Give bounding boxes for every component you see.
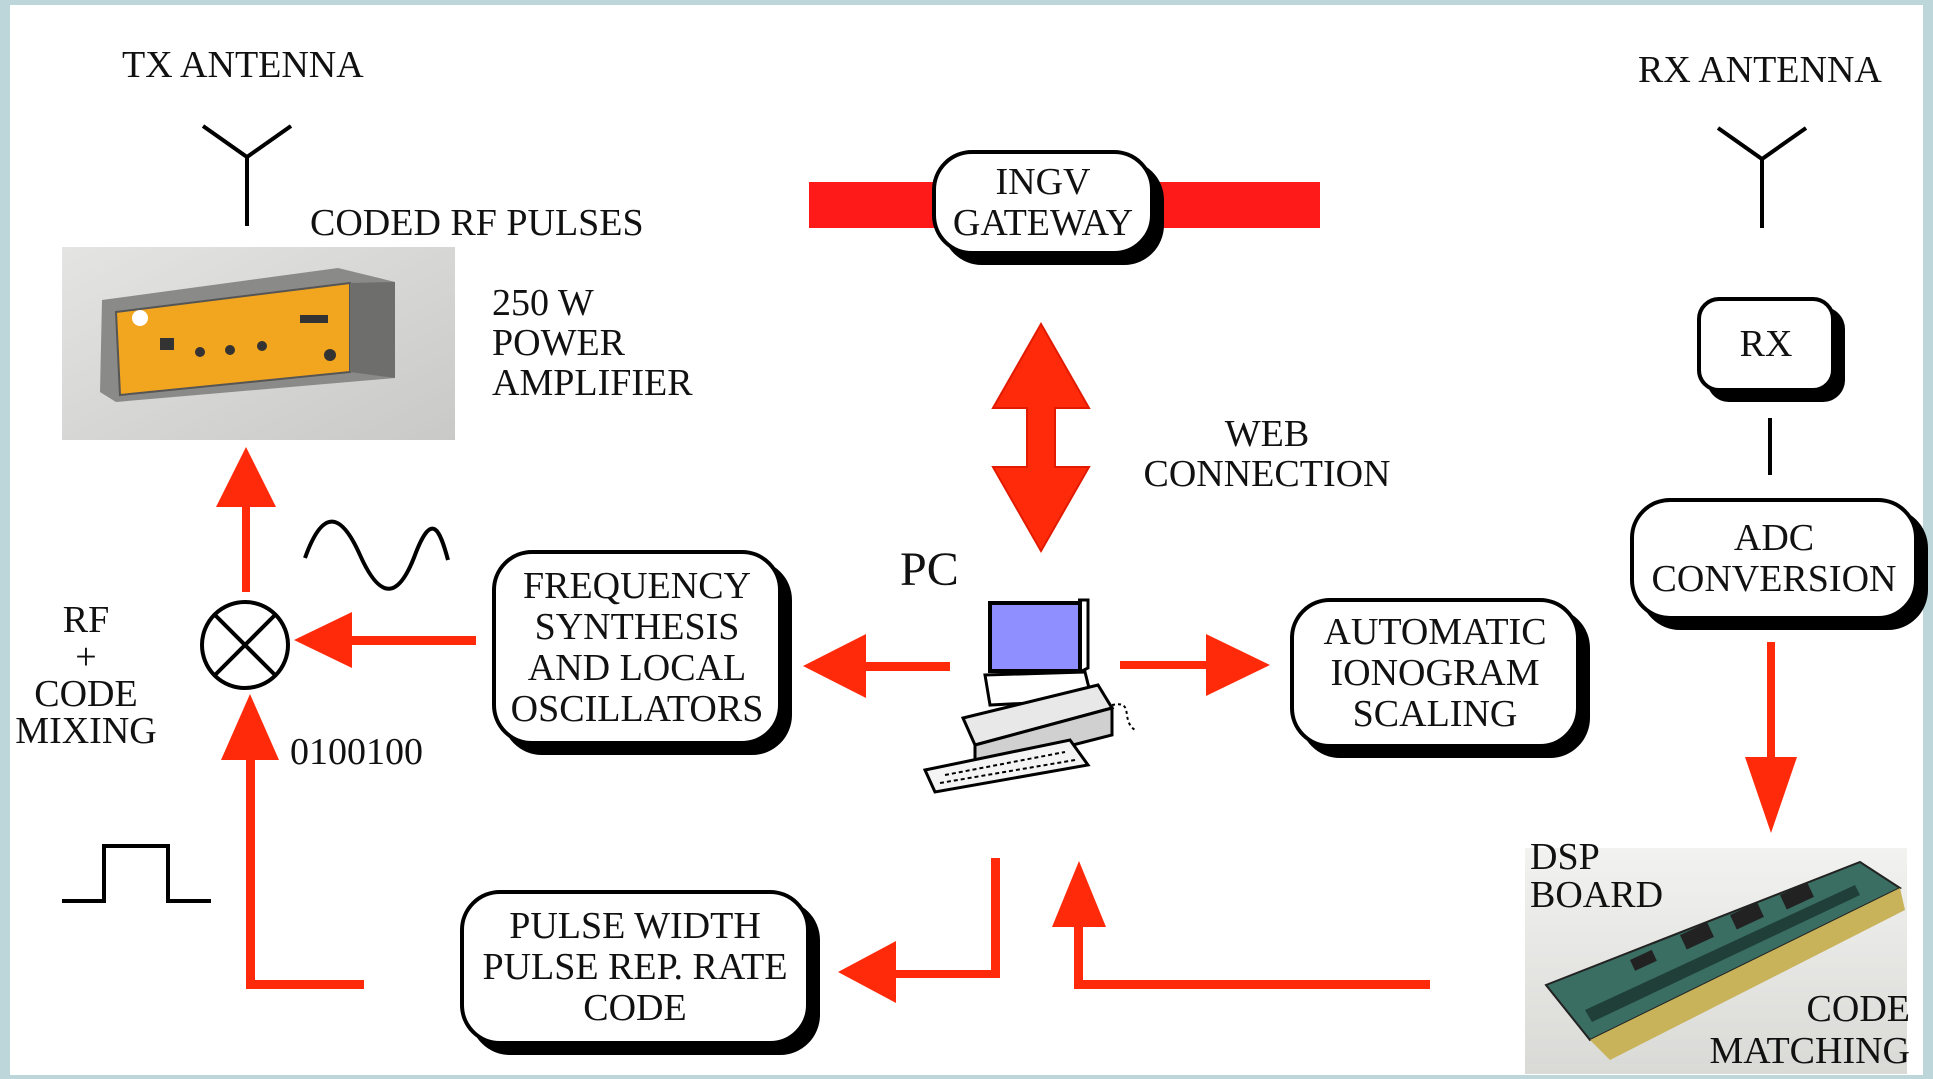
signal-arrows (216, 321, 1797, 1003)
arrow-left-mixer (294, 612, 352, 668)
arrow-down-dsp (1745, 757, 1797, 833)
web-double-arrow (991, 321, 1091, 554)
rx-antenna-label: RX ANTENNA (1638, 49, 1882, 91)
gateway-bar-right (1150, 182, 1320, 228)
arrow-right-scaling (1206, 634, 1270, 696)
arrow-up-amplifier (216, 447, 276, 507)
power-amplifier-photo (62, 247, 455, 440)
arrow-left-pulse (838, 941, 896, 1003)
arrow-up-pc (1052, 861, 1106, 927)
code-matching-label: CODE MATCHING (1709, 988, 1910, 1072)
rx-label: RX (1739, 323, 1793, 365)
frequency-synthesis-label: FREQUENCY SYNTHESIS AND LOCAL OSCILLATOR… (510, 564, 764, 730)
pc-label: PC (900, 543, 959, 596)
web-connection-label: WEB CONNECTION (1143, 413, 1391, 495)
desktop-pc-icon (922, 585, 1136, 794)
pulse-width-box: PULSE WIDTH PULSE REP. RATE CODE (460, 890, 810, 1045)
ingv-gateway-box: INGV GATEWAY (932, 150, 1154, 255)
frequency-synthesis-box: FREQUENCY SYNTHESIS AND LOCAL OSCILLATOR… (492, 550, 782, 745)
arrow-left-freq (803, 634, 866, 698)
pulse-width-label: PULSE WIDTH PULSE REP. RATE CODE (482, 905, 788, 1029)
adc-conversion-box: ADC CONVERSION (1630, 498, 1918, 620)
coded-rf-pulses-label: CODED RF PULSES (310, 202, 644, 244)
adc-conversion-label: ADC CONVERSION (1651, 517, 1897, 600)
automatic-ionogram-scaling-box: AUTOMATIC IONOGRAM SCALING (1290, 598, 1580, 748)
binary-code-label: 0100100 (290, 731, 423, 773)
power-amplifier-label: 250 W POWER AMPLIFIER (492, 282, 693, 404)
arrow-up-mixer (221, 694, 279, 760)
mixer-icon (200, 600, 290, 690)
gateway-bar-left (809, 182, 939, 228)
rx-box: RX (1697, 297, 1835, 392)
ingv-gateway-label: INGV GATEWAY (952, 160, 1134, 244)
tx-antenna-label: TX ANTENNA (122, 44, 364, 86)
automatic-ionogram-scaling-label: AUTOMATIC IONOGRAM SCALING (1323, 610, 1547, 735)
pulse-icon (62, 844, 211, 903)
dsp-board-photo (1525, 848, 1907, 1074)
rx-antenna-icon (1716, 126, 1808, 228)
sine-wave-icon (303, 519, 450, 591)
dsp-board-label: DSP BOARD (1530, 836, 1664, 916)
tx-antenna-icon (201, 124, 293, 226)
rf-code-mixing-label: RF + CODE MIXING (15, 599, 157, 752)
